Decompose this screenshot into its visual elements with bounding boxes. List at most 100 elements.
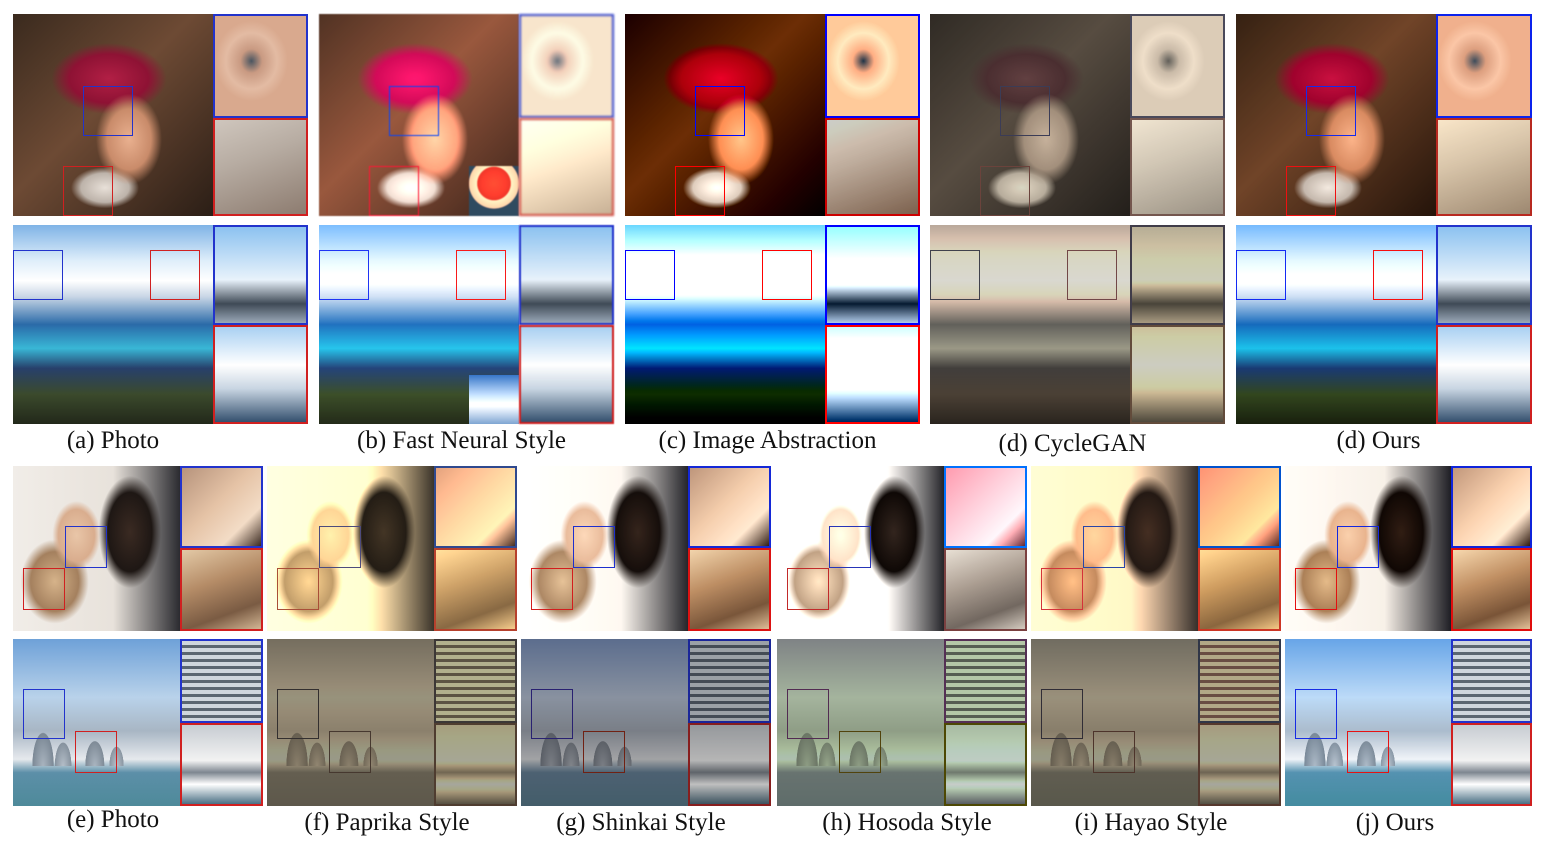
zoom-region-blue [319,526,361,568]
portrait-image [13,14,213,216]
style-reference-thumbnail [469,375,519,424]
caption-g: (g) Shinkai Style [556,809,726,836]
zoom-region-blue [83,86,133,136]
landscape-image [319,225,519,424]
buildings [521,669,688,766]
couple-image [267,466,434,631]
comparison-column-shinkai-style [521,466,771,806]
zoom-detail-top [434,639,517,723]
zoom-detail-bottom [688,723,771,806]
zoom-detail-bottom [180,723,263,806]
zoom-detail-bottom [519,118,614,216]
comparison-column-ours-bottom [1285,466,1532,806]
zoom-detail-top [1436,14,1532,118]
zoom-region-blue [695,86,745,136]
caption-f: (f) Paprika Style [304,809,470,836]
zoom-detail-top [944,639,1027,723]
zoom-region-blue [1236,250,1286,300]
zoom-detail-bottom [825,325,920,424]
zoom-region-red [63,166,113,216]
couple-image [1285,466,1451,631]
comparison-column-photo-a [13,14,308,424]
zoom-region-red [1286,166,1336,216]
zoom-region-red [75,731,117,773]
zoom-detail-top [213,225,308,325]
zoom-region-blue [1306,86,1356,136]
city-image [521,639,688,806]
zoom-region-red [675,166,725,216]
portrait-image [625,14,825,216]
buildings [777,669,944,766]
zoom-region-red [1373,250,1423,300]
zoom-detail-bottom [944,723,1027,806]
couple-image [1031,466,1198,631]
zoom-region-blue [829,526,871,568]
zoom-region-blue [573,526,615,568]
zoom-region-blue [319,250,369,300]
buildings [13,669,180,766]
comparison-column-hayao-style [1031,466,1281,806]
zoom-detail-top [688,466,771,548]
landscape-image [625,225,825,424]
zoom-detail-bottom [1436,118,1532,216]
zoom-detail-bottom [434,723,517,806]
zoom-region-blue [1083,526,1125,568]
zoom-detail-bottom [1451,548,1532,631]
zoom-detail-top [1130,14,1225,118]
zoom-region-red [762,250,812,300]
zoom-detail-bottom [213,325,308,424]
zoom-region-blue [65,526,107,568]
zoom-detail-top [688,639,771,723]
zoom-region-red [1093,731,1135,773]
zoom-detail-bottom [434,548,517,631]
zoom-region-blue [625,250,675,300]
city-image [1285,639,1451,806]
zoom-detail-top [1198,639,1281,723]
zoom-region-red [583,731,625,773]
zoom-detail-bottom [180,548,263,631]
zoom-region-red [1067,250,1117,300]
zoom-detail-top [180,639,263,723]
zoom-region-blue [13,250,63,300]
zoom-detail-top [825,14,920,118]
buildings [1285,669,1451,766]
zoom-detail-top [1130,225,1225,325]
city-image [777,639,944,806]
caption-e: (e) Photo [66,806,160,833]
comparison-column-photo-e [13,466,263,806]
portrait-image [1236,14,1436,216]
zoom-detail-bottom [688,548,771,631]
zoom-region-blue [930,250,980,300]
zoom-region-red [150,250,200,300]
zoom-detail-top [944,466,1027,548]
city-image [267,639,434,806]
zoom-region-red [23,568,65,610]
caption-d-ours: (d) Ours [1336,427,1421,454]
comparison-column-cyclegan [930,14,1225,424]
zoom-detail-top [1198,466,1281,548]
zoom-region-red [456,250,506,300]
comparison-column-paprika-style [267,466,517,806]
buildings [1031,669,1198,766]
zoom-detail-top [519,14,614,118]
zoom-region-red [787,568,829,610]
zoom-detail-top [1436,225,1532,325]
zoom-detail-bottom [1436,325,1532,424]
zoom-detail-bottom [1130,325,1225,424]
comparison-column-hosoda-style [777,466,1027,806]
comparison-column-image-abstraction [625,14,920,424]
zoom-region-blue [787,689,829,739]
zoom-detail-bottom [1451,723,1532,806]
caption-i: (i) Hayao Style [1074,809,1228,836]
zoom-region-blue [531,689,573,739]
zoom-detail-bottom [213,118,308,216]
city-image [1031,639,1198,806]
portrait-image [930,14,1130,216]
zoom-region-red [531,568,573,610]
caption-h: (h) Hosoda Style [822,809,992,836]
zoom-region-red [980,166,1030,216]
zoom-detail-top [434,466,517,548]
zoom-region-blue [1041,689,1083,739]
zoom-region-blue [23,689,65,739]
zoom-region-blue [1295,689,1337,739]
